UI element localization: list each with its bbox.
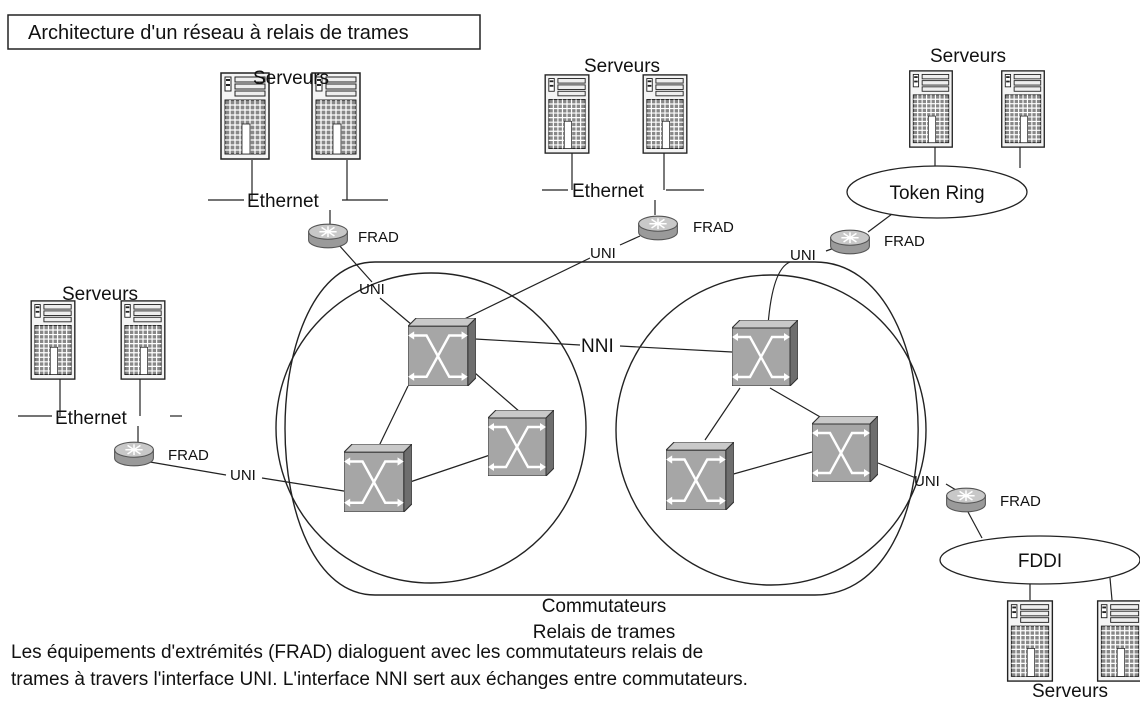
frame-relay-switch-icon [666, 442, 734, 510]
servers-label-bottom-right: Serveurs [1032, 681, 1108, 702]
ethernet-label-left: Ethernet [55, 408, 128, 429]
uni-label-top-right: UNI [790, 247, 816, 264]
caption-line-2: trames à travers l'interface UNI. L'inte… [11, 669, 748, 690]
frame-relay-switch-icon [488, 410, 554, 476]
frame-relay-switch-icon [344, 444, 412, 512]
servers-top-left: Serveurs [220, 68, 361, 160]
token-ring [846, 165, 1028, 219]
token-ring-label: Token Ring [889, 183, 984, 204]
uni-label-top-middle: UNI [590, 245, 616, 262]
frad-router-icon [307, 223, 349, 249]
server-icon [1096, 600, 1140, 682]
nni-label: NNI [581, 336, 614, 357]
ethernet-label-top-left: Ethernet [247, 191, 320, 212]
fddi-label: FDDI [1018, 551, 1062, 572]
servers-bottom-right: Serveurs [1006, 600, 1140, 702]
frad-label-top-left: FRAD [358, 229, 399, 246]
server-icon [30, 300, 76, 380]
switch-group-left [275, 272, 587, 584]
server-icon [642, 74, 688, 154]
uni-label-right: UNI [914, 473, 940, 490]
servers-label-top-right: Serveurs [930, 46, 1006, 67]
frame-relay-switch-icon [812, 416, 878, 482]
uni-label-top-left: UNI [359, 281, 385, 298]
frad-router-icon [829, 229, 871, 255]
switches-caption-line1: Commutateurs [542, 596, 667, 617]
frame-relay-switch-icon [732, 320, 798, 386]
uni-label-left: UNI [230, 467, 256, 484]
frad-router-icon [945, 487, 987, 513]
ethernet-label-top-middle: Ethernet [572, 181, 645, 202]
backbone-outline [284, 261, 919, 596]
servers-label-top-left: Serveurs [253, 68, 329, 89]
servers-top-middle: Serveurs [544, 56, 688, 154]
explanation-caption: Les équipements d'extrémités (FRAD) dial… [11, 639, 1021, 693]
switch-group-right [615, 274, 927, 586]
server-icon [120, 300, 166, 380]
servers-label-top-middle: Serveurs [584, 56, 660, 77]
servers-top-right: Serveurs [908, 46, 1046, 148]
frad-label-left: FRAD [168, 447, 209, 464]
fddi-ring [939, 535, 1140, 585]
frad-label-right: FRAD [1000, 493, 1041, 510]
switches-caption-line2: Relais de trames [533, 622, 676, 643]
frad-router-icon [637, 215, 679, 241]
server-icon [908, 70, 954, 148]
frad-label-top-middle: FRAD [693, 219, 734, 236]
caption-line-1: Les équipements d'extrémités (FRAD) dial… [11, 642, 704, 663]
server-icon [1000, 70, 1046, 148]
frame-relay-switch-icon [408, 318, 476, 386]
title-box [7, 14, 481, 50]
frad-router-icon [113, 441, 155, 467]
servers-label-left: Serveurs [62, 284, 138, 305]
diagram-title: Architecture d'un réseau à relais de tra… [28, 22, 409, 44]
frad-label-top-right: FRAD [884, 233, 925, 250]
servers-left: Serveurs [30, 284, 166, 380]
server-icon [544, 74, 590, 154]
